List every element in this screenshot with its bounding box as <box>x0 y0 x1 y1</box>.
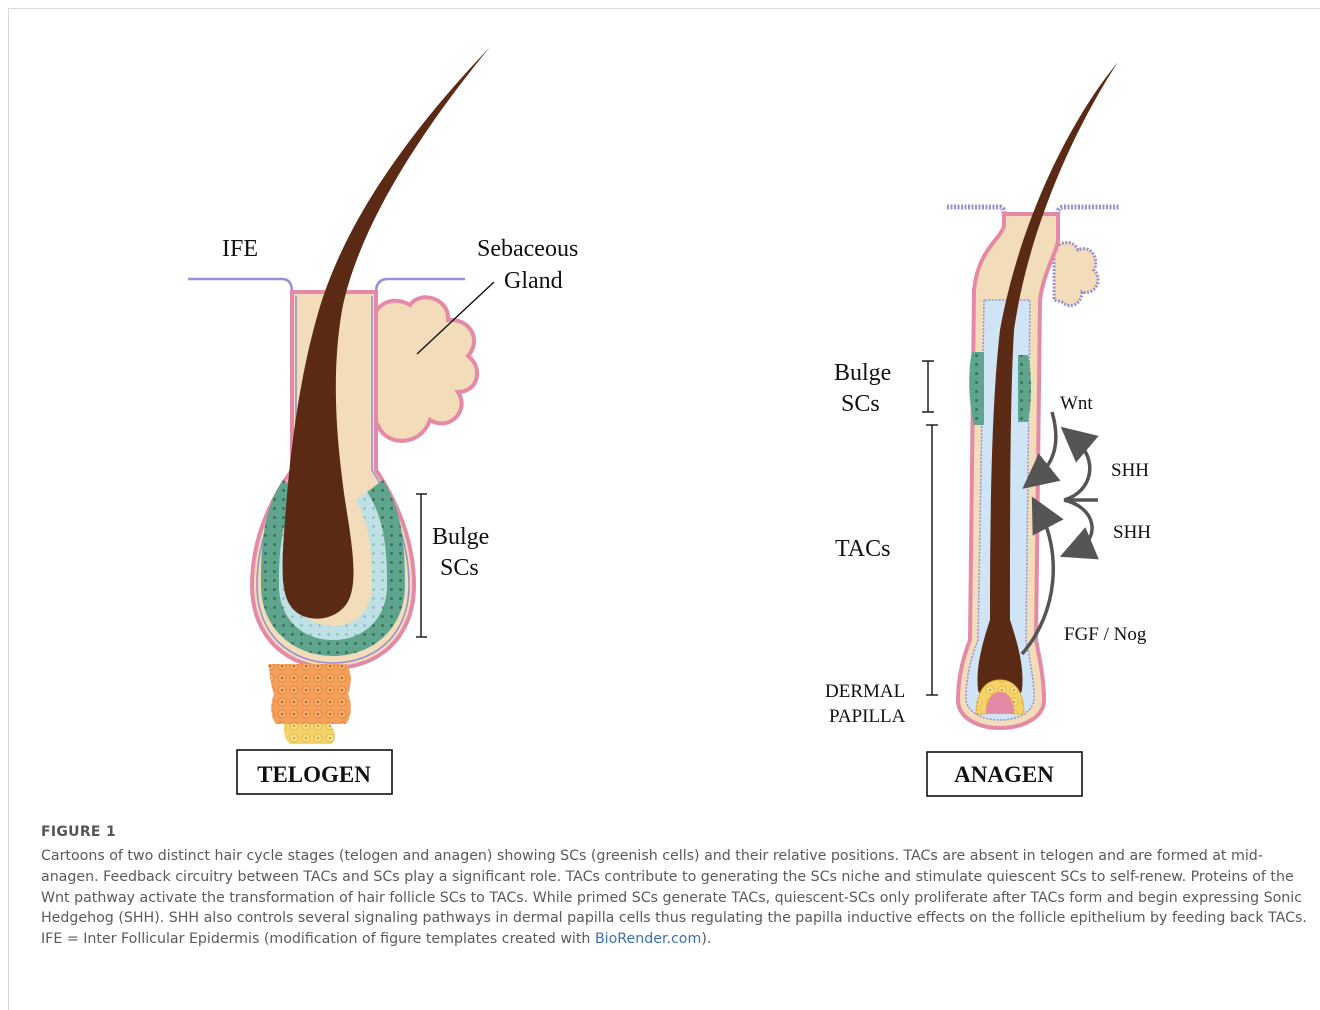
anagen-ife-line-right <box>1058 207 1120 214</box>
telogen-sebaceous-label-2: Gland <box>504 268 563 294</box>
hair-cycle-figure: IFE Sebaceous Gland Bulge SCs TELOGEN <box>0 0 1320 810</box>
caption-end: ). <box>701 931 711 947</box>
figure-caption: FIGURE 1 Cartoons of two distinct hair c… <box>41 824 1307 950</box>
telogen-ife-label: IFE <box>222 236 258 262</box>
shh-label-1: SHH <box>1111 460 1149 481</box>
fgf-nog-label: FGF / Nog <box>1064 624 1147 645</box>
anagen-bulge-bracket <box>922 361 934 412</box>
telogen-sebaceous-gland <box>372 297 477 441</box>
shh-arrow-down <box>1064 500 1092 550</box>
figure-number: FIGURE 1 <box>41 824 1307 840</box>
anagen-ife-line-left <box>947 207 1004 214</box>
anagen-bulge-label-1: Bulge <box>834 360 891 386</box>
anagen-bulge-label-2: SCs <box>841 391 880 417</box>
anagen-dermal-label-1: DERMAL <box>825 681 905 702</box>
telogen-ife-line-right <box>376 279 465 292</box>
telogen-sebaceous-label-1: Sebaceous <box>477 236 578 262</box>
telogen-bulge-label-1: Bulge <box>432 524 489 550</box>
shh-arrow-up <box>1064 438 1090 500</box>
telogen-bulge-bracket <box>416 494 427 637</box>
biorender-link[interactable]: BioRender.com <box>595 931 701 947</box>
shh-label-2: SHH <box>1113 522 1151 543</box>
anagen-stage-label: ANAGEN <box>954 762 1054 787</box>
telogen-bulge-label-2: SCs <box>440 555 479 581</box>
wnt-label: Wnt <box>1060 393 1093 414</box>
caption-text: Cartoons of two distinct hair cycle stag… <box>41 846 1307 950</box>
telogen-ife-line <box>188 279 292 292</box>
anagen-diagram: Bulge SCs TACs DERMAL PAPILLA Wnt SHH SH… <box>825 62 1151 796</box>
anagen-dermal-label-2: PAPILLA <box>829 706 906 727</box>
telogen-papilla-yellow <box>284 724 335 744</box>
anagen-bulge-cells-right <box>1018 355 1031 422</box>
anagen-sebaceous-gland <box>1054 243 1098 306</box>
telogen-papilla-orange <box>268 664 351 724</box>
anagen-tacs-bracket <box>926 425 938 695</box>
telogen-stage-label: TELOGEN <box>257 762 371 787</box>
anagen-tacs-label: TACs <box>835 536 890 562</box>
telogen-diagram: IFE Sebaceous Gland Bulge SCs TELOGEN <box>188 47 578 794</box>
